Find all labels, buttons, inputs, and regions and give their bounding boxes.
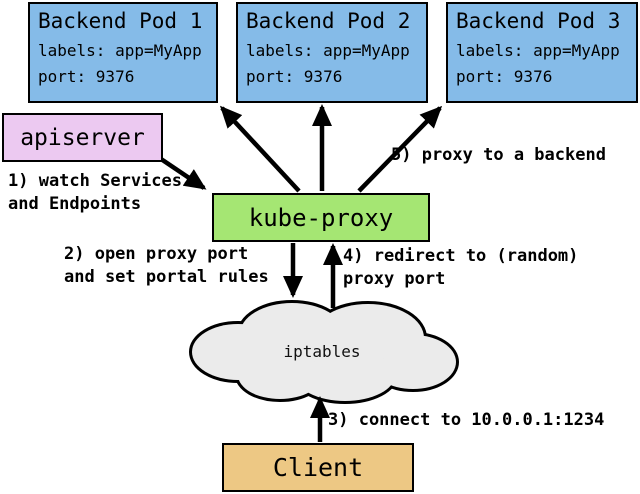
kube-proxy-box: kube-proxy	[212, 193, 430, 242]
note-line: 5) proxy to a backend	[391, 145, 606, 165]
pod-labels: labels: app=MyApp	[456, 41, 620, 60]
note-line: and set portal rules	[64, 267, 269, 287]
arrow-kubeproxy-to-pod1	[219, 105, 301, 193]
note-line: 2) open proxy port	[64, 244, 249, 264]
arrow-kubeproxy-to-pod3	[357, 105, 443, 193]
pod-port: port: 9376	[246, 67, 343, 86]
backend-pod-1: Backend Pod 1 labels: app=MyApp port: 93…	[28, 2, 218, 103]
note-step5-proxy-to-backend: 5) proxy to a backend	[391, 144, 606, 167]
pod-title: Backend Pod 1	[38, 9, 203, 33]
backend-pod-2: Backend Pod 2 labels: app=MyApp port: 93…	[236, 2, 428, 103]
note-line: proxy port	[343, 269, 446, 289]
pod-port: port: 9376	[38, 67, 135, 86]
iptables-label: iptables	[283, 342, 360, 361]
note-line: 3) connect to 10.0.0.1:1234	[328, 410, 605, 430]
pod-title: Backend Pod 3	[456, 9, 621, 33]
iptables-cloud	[189, 300, 459, 404]
note-step4-redirect: 4) redirect to (random) proxy port	[343, 245, 578, 291]
note-line: 4) redirect to (random)	[343, 246, 579, 266]
note-step1-watch-services: 1) watch Services and Endpoints	[8, 170, 182, 216]
pod-labels: labels: app=MyApp	[38, 41, 202, 60]
client-label: Client	[272, 453, 364, 482]
note-line: 1) watch Services	[8, 171, 182, 191]
kube-proxy-label: kube-proxy	[248, 203, 394, 232]
client-box: Client	[222, 443, 414, 492]
note-step2-open-proxy-port: 2) open proxy port and set portal rules	[64, 243, 269, 289]
pod-title: Backend Pod 2	[246, 9, 411, 33]
apiserver-box: apiserver	[2, 113, 163, 162]
note-step3-connect: 3) connect to 10.0.0.1:1234	[328, 409, 604, 432]
arrow-apiserver-to-kubeproxy	[159, 157, 207, 190]
pod-labels: labels: app=MyApp	[246, 41, 410, 60]
apiserver-label: apiserver	[20, 124, 145, 151]
cloud-fill	[192, 303, 456, 401]
pod-port: port: 9376	[456, 67, 553, 86]
backend-pod-3: Backend Pod 3 labels: app=MyApp port: 93…	[446, 2, 638, 103]
note-line: and Endpoints	[8, 194, 142, 214]
